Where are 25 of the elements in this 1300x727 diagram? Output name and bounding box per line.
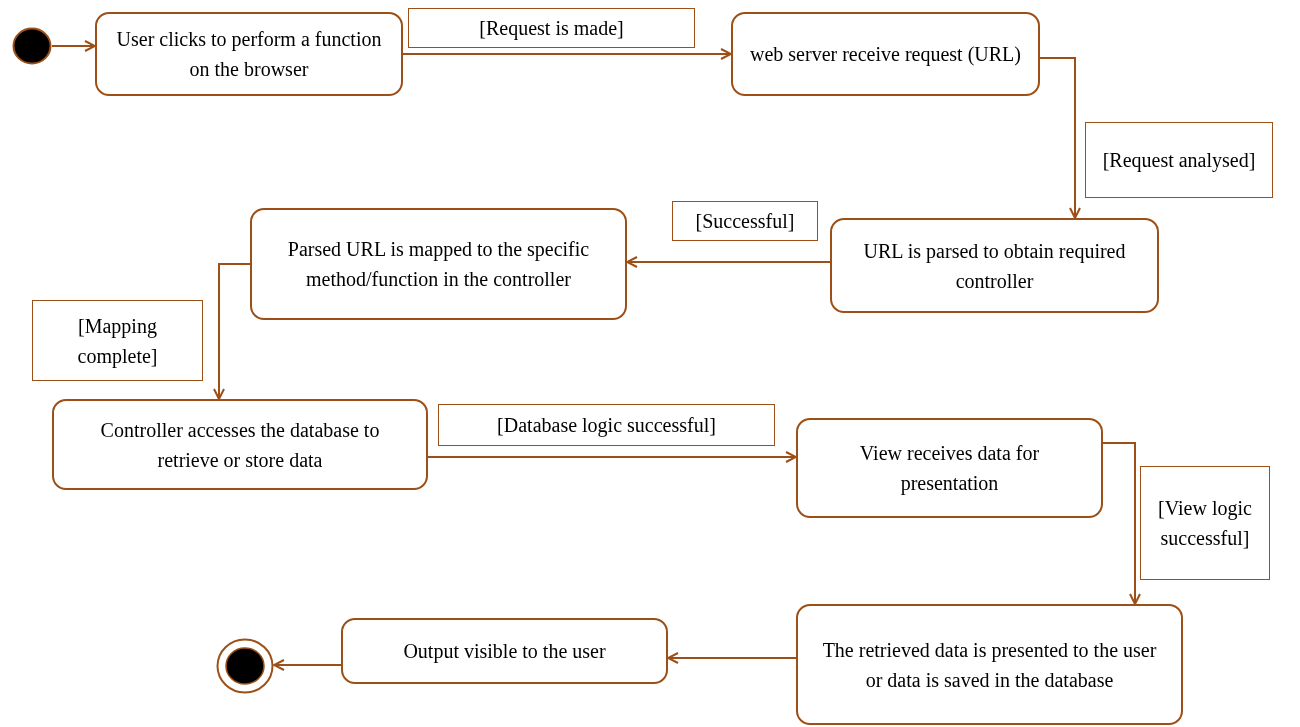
arrow bbox=[51, 40, 96, 52]
arrow bbox=[273, 659, 342, 671]
activity-box: Parsed URL is mapped to the specific method/function in the controller bbox=[250, 208, 627, 320]
arrow bbox=[427, 451, 797, 463]
activity-box: The retrieved data is presented to the user or data is saved in the database bbox=[796, 604, 1183, 725]
arrow bbox=[667, 652, 797, 664]
activity-box: URL is parsed to obtain required controller bbox=[830, 218, 1159, 313]
guard-label: [Successful] bbox=[672, 201, 818, 241]
guard-label: [Request analysed] bbox=[1085, 122, 1273, 198]
arrow bbox=[213, 263, 251, 400]
guard-label: [Request is made] bbox=[408, 8, 695, 48]
initial-node bbox=[12, 27, 52, 65]
guard-label: [View logic successful] bbox=[1140, 466, 1270, 580]
activity-box: User clicks to perform a function on the browser bbox=[95, 12, 403, 96]
arrow bbox=[1039, 57, 1081, 219]
activity-box: web server receive request (URL) bbox=[731, 12, 1040, 96]
activity-box: Controller accesses the database to retrieve or store data bbox=[52, 399, 428, 490]
guard-label: [Database logic successful] bbox=[438, 404, 775, 446]
guard-label: [Mapping complete] bbox=[32, 300, 203, 381]
activity-box: View receives data for presentation bbox=[796, 418, 1103, 518]
arrow bbox=[626, 256, 831, 268]
arrow bbox=[1102, 442, 1141, 605]
arrow bbox=[402, 48, 732, 60]
activity-box: Output visible to the user bbox=[341, 618, 668, 684]
final-node bbox=[216, 638, 274, 694]
